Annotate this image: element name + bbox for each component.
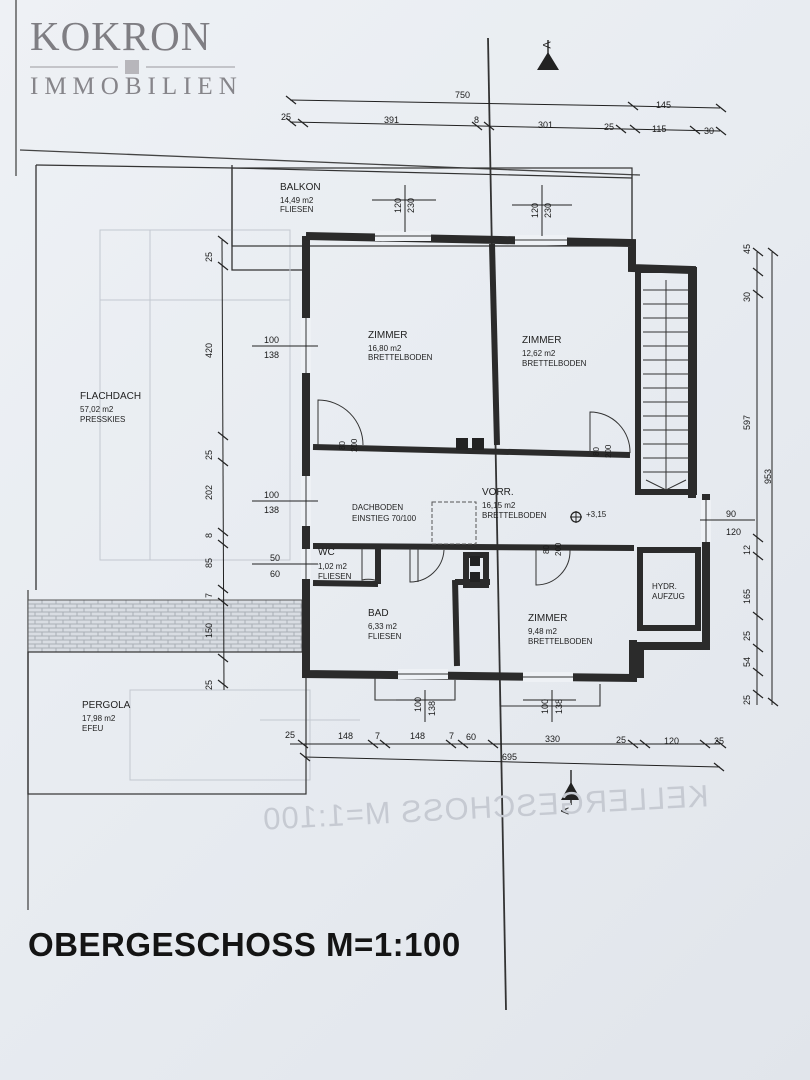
room-pergola-area: 17,98 m2 — [82, 714, 116, 723]
dim-w8-b: 138 — [554, 698, 564, 714]
dim-top-right: 145 — [656, 100, 672, 110]
dim-bottom-row-0: 25 — [285, 730, 296, 740]
floor-caption: OBERGESCHOSS M=1:100 — [28, 926, 461, 963]
room-wc-area: 1,02 m2 — [318, 562, 347, 571]
dim-door1-a: 80 — [338, 441, 347, 450]
room-aufzug-name: HYDR. — [652, 582, 677, 591]
room-aufzug-sub: AUFZUG — [652, 592, 685, 601]
room-flachdach-area: 57,02 m2 — [80, 405, 114, 414]
dim-top-row-5: 115 — [652, 124, 667, 134]
level-marker-label: +3,15 — [586, 510, 607, 519]
room-bad-floor: FLIESEN — [368, 632, 402, 641]
dim-w4-b: 138 — [264, 505, 280, 515]
dim-bottom-row-1: 148 — [338, 731, 354, 741]
dim-top-row-6: 30 — [704, 126, 715, 136]
room-bad-name: BAD — [368, 608, 389, 619]
room-dachboden-name: DACHBODEN — [352, 503, 404, 512]
dim-door2-a: 80 — [592, 447, 601, 456]
room-zimmer2-name: ZIMMER — [522, 335, 562, 346]
dim-right-col-0: 45 — [742, 243, 752, 254]
dim-w3-b: 138 — [264, 350, 280, 360]
dim-w8-a: 100 — [540, 698, 550, 714]
room-zimmer3-floor: BRETTELBODEN — [528, 637, 593, 646]
dim-top-row-0: 25 — [281, 112, 292, 122]
dim-right-col-4: 12 — [742, 544, 752, 555]
dim-bottom-row-4: 7 — [449, 731, 455, 741]
dim-right-col-5: 165 — [742, 588, 752, 604]
dim-bottom-row-3: 148 — [410, 731, 426, 741]
company-logo: KOKRON IMMOBILIEN — [30, 13, 243, 101]
room-zimmer1-floor: BRETTELBODEN — [368, 353, 433, 362]
room-flachdach-floor: PRESSKIES — [80, 415, 126, 424]
logo-subtitle: IMMOBILIEN — [30, 73, 243, 100]
room-zimmer1-area: 16,80 m2 — [368, 344, 402, 353]
dim-left-col-3: 202 — [204, 484, 214, 500]
dim-bottom-row-2: 7 — [375, 731, 381, 741]
dim-w2-b: 230 — [543, 202, 553, 218]
dim-left-col-0: 25 — [204, 251, 214, 262]
dim-left-col-4: 8 — [204, 532, 214, 538]
dim-right-col-2: 597 — [742, 414, 752, 430]
dim-door3-b: 200 — [554, 542, 563, 556]
room-zimmer2-area: 12,62 m2 — [522, 349, 556, 358]
room-bad-area: 6,33 m2 — [368, 622, 397, 631]
dim-door3-a: 80 — [542, 545, 551, 554]
dim-w1-b: 230 — [406, 197, 416, 213]
room-dachboden-sub: EINSTIEG 70/100 — [352, 514, 417, 523]
dim-w5-b: 60 — [270, 569, 281, 579]
dim-bottom-row-9: 25 — [714, 736, 725, 746]
room-wc-floor: FLIESEN — [318, 572, 352, 581]
dim-top-row-2: 8 — [474, 115, 480, 125]
room-vorr-floor: BRETTELBODEN — [482, 511, 547, 520]
dim-door1-b: 200 — [350, 438, 359, 452]
dim-door2-b: 200 — [604, 444, 613, 458]
logo-wordmark: KOKRON — [30, 13, 212, 59]
dim-w5-a: 50 — [270, 553, 281, 563]
dim-w3-a: 100 — [264, 335, 280, 345]
room-zimmer3-area: 9,48 m2 — [528, 627, 557, 636]
dim-right-col-1: 30 — [742, 291, 752, 302]
room-vorr-area: 16,15 m2 — [482, 501, 516, 510]
room-wc-name: WC — [318, 547, 335, 558]
dim-left-col-6: 7 — [204, 592, 214, 598]
dim-w1-a: 120 — [393, 197, 403, 213]
dim-w2-a: 120 — [530, 202, 540, 218]
dim-w6-a: 90 — [726, 509, 737, 519]
logo-divider-icon — [30, 60, 235, 74]
dim-left-col-7: 150 — [204, 622, 214, 638]
dim-bottom-row-6: 330 — [545, 734, 561, 744]
dim-left-col-5: 85 — [204, 557, 214, 568]
dim-left-col-1: 420 — [204, 342, 214, 358]
dim-bottom-row-5: 60 — [466, 732, 477, 742]
dim-top-total: 750 — [455, 90, 471, 100]
dim-top-row-1: 391 — [384, 115, 400, 125]
dim-w6-b: 120 — [726, 527, 742, 537]
dim-top-row-3: 301 — [538, 120, 554, 130]
room-pergola-floor: EFEU — [82, 724, 104, 733]
room-zimmer2-floor: BRETTELBODEN — [522, 359, 587, 368]
dim-bottom-total: 695 — [502, 752, 518, 762]
dim-w7-b: 138 — [427, 700, 437, 716]
dim-top-row-4: 25 — [604, 122, 615, 132]
room-balkon-floor: FLIESEN — [280, 205, 314, 214]
dim-right-col-3: 953 — [763, 468, 773, 484]
dim-w7-a: 100 — [413, 696, 423, 712]
section-marker-top: A — [541, 41, 554, 49]
room-pergola-name: PERGOLA — [82, 700, 131, 711]
room-zimmer1-name: ZIMMER — [368, 330, 408, 341]
dim-bottom-row-8: 120 — [664, 736, 680, 746]
room-balkon-name: BALKON — [280, 182, 321, 193]
room-flachdach-name: FLACHDACH — [80, 391, 142, 402]
room-balkon-area: 14,49 m2 — [280, 196, 314, 205]
dim-right-col-6: 25 — [742, 630, 752, 641]
dim-right-col-8: 25 — [742, 694, 752, 705]
dim-bottom-row-7: 25 — [616, 735, 627, 745]
dim-right-col-7: 54 — [742, 656, 752, 667]
dim-left-col-2: 25 — [204, 449, 214, 460]
dim-left-col-8: 25 — [204, 679, 214, 690]
dim-w4-a: 100 — [264, 490, 280, 500]
room-zimmer3-name: ZIMMER — [528, 613, 568, 624]
room-vorr-name: VORR. — [482, 487, 514, 498]
